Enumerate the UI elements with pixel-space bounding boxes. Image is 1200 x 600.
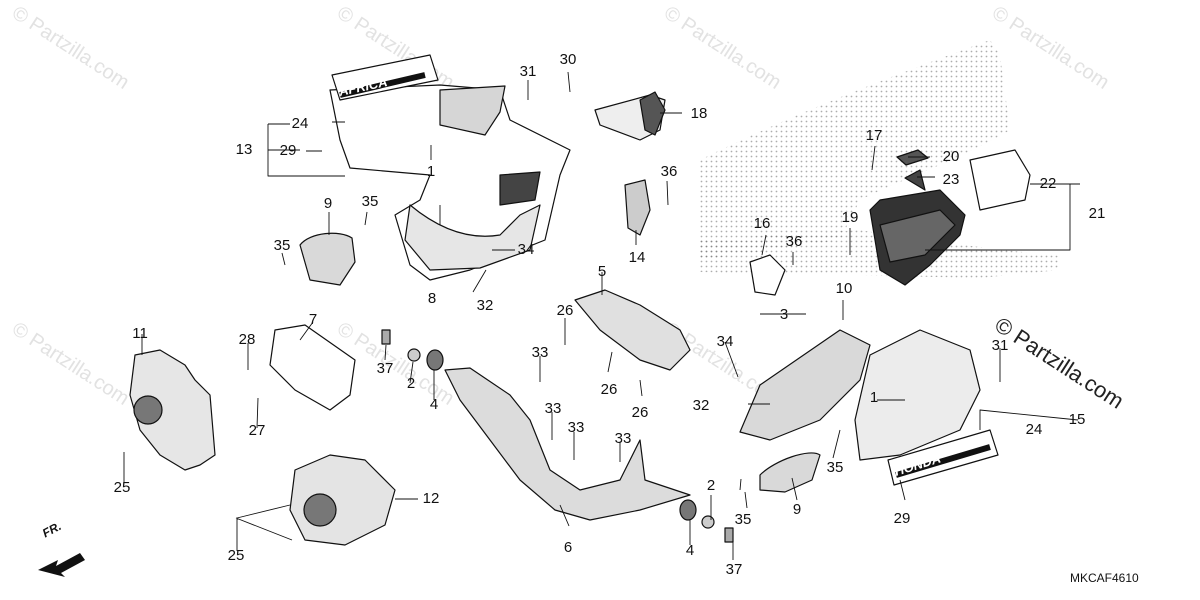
callout-10: 10 [835,280,853,297]
callout-32: 32 [692,397,710,414]
callout-5: 5 [597,263,607,280]
callout-23: 23 [942,171,960,188]
callout-30: 30 [559,51,577,68]
part-fairing-inner-8 [404,204,541,271]
callout-6: 6 [563,539,573,556]
callout-31: 31 [991,337,1009,354]
callout-18: 18 [690,105,708,122]
callout-25: 25 [113,479,131,496]
callout-24: 24 [291,115,309,132]
callout-12: 12 [422,490,440,507]
part-small-cover-9-upper [299,232,356,286]
callout-35: 35 [273,237,291,254]
stipple-area-upper [700,40,1010,260]
callout-2: 2 [706,477,716,494]
callout-26: 26 [631,404,649,421]
part-side-cover-11-lens [133,395,163,425]
callout-13: 13 [235,141,253,158]
callout-35: 35 [734,511,752,528]
part-rubber-4-upper [426,349,444,371]
callout-14: 14 [628,249,646,266]
part-bracket-14 [624,179,651,236]
part-cap-23 [904,169,926,191]
callout-22: 22 [1039,175,1057,192]
decal-lower-letters [895,444,991,478]
callout-33: 33 [531,344,549,361]
callout-4: 4 [429,396,439,413]
part-panel-22 [969,149,1031,211]
callout-20: 20 [942,148,960,165]
part-meter-cover-21-face [879,209,956,263]
part-bolt-37-upper [381,329,391,345]
callout-1: 1 [869,389,879,406]
callout-34: 34 [716,333,734,350]
part-collar-2-lower [701,515,715,529]
part-lower-cowl-10 [739,329,871,441]
part-grommet-20 [896,149,929,166]
callout-7: 7 [308,311,318,328]
callout-28: 28 [238,331,256,348]
callout-3: 3 [779,306,789,323]
part-under-cowl-6 [444,367,691,521]
callout-31: 31 [519,63,537,80]
callout-34: 34 [517,241,535,258]
part-stay-16 [749,254,786,296]
callout-29: 29 [893,510,911,527]
callout-35: 35 [361,193,379,210]
callout-27: 27 [248,422,266,439]
callout-17: 17 [865,127,883,144]
part-collar-2-upper [407,348,421,362]
callout-25: 25 [227,547,245,564]
callout-35: 35 [826,459,844,476]
callout-2: 2 [406,375,416,392]
fr-arrow-icon [38,553,85,577]
callout-1: 1 [426,163,436,180]
callout-36: 36 [660,163,678,180]
part-headlight-cover-12 [289,454,396,546]
callout-4: 4 [685,542,695,559]
part-headlight-lens [303,493,337,527]
part-small-cover-9-lower [759,452,821,493]
diagram-code: MKCAF4610 [1070,571,1139,585]
part-side-cover-11 [129,349,216,471]
callout-36: 36 [785,233,803,250]
part-right-fairing-15 [854,329,981,461]
part-bracket-18b [639,91,666,136]
callout-29: 29 [279,142,297,159]
part-rubber-4-lower [679,499,697,521]
part-fairing-panel [439,85,506,136]
callout-19: 19 [841,209,859,226]
callout-9: 9 [792,501,802,518]
decal-upper-letters [339,72,426,98]
callout-21: 21 [1088,205,1106,222]
callout-37: 37 [725,561,743,578]
callout-33: 33 [567,419,585,436]
callout-8: 8 [427,290,437,307]
callout-16: 16 [753,215,771,232]
callout-15: 15 [1068,411,1086,428]
callout-24: 24 [1025,421,1043,438]
callout-33: 33 [544,400,562,417]
callout-32: 32 [476,297,494,314]
part-bracket-5 [574,289,691,371]
callout-26: 26 [556,302,574,319]
callout-37: 37 [376,360,394,377]
callout-11: 11 [132,325,148,342]
part-panel-7 [269,324,356,411]
part-bolt-37-lower [724,527,734,543]
callout-26: 26 [600,381,618,398]
part-fairing-vent [499,171,541,206]
callout-33: 33 [614,430,632,447]
leader-lines [123,71,1080,560]
callout-9: 9 [323,195,333,212]
